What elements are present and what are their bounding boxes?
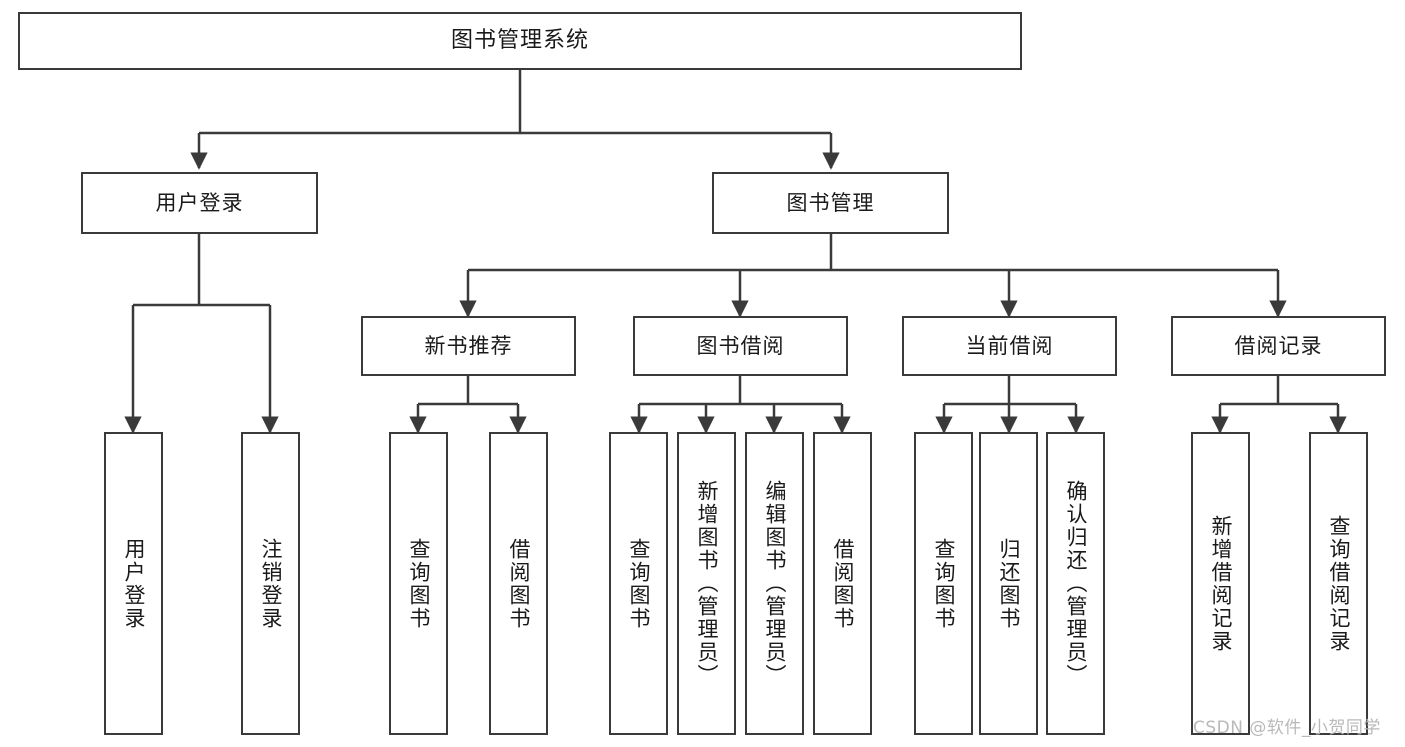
leaf-book-borrow-add[interactable]: 新增图书（管理员） (677, 432, 736, 735)
csdn-watermark: CSDN @软件_小贺同学 (1193, 718, 1381, 738)
node-book-borrow-label: 图书借阅 (696, 333, 785, 358)
leaf-user-login-login[interactable]: 用户登录 (104, 432, 163, 735)
leaf-new-book-borrow[interactable]: 借阅图书 (489, 432, 548, 735)
node-root[interactable]: 图书管理系统 (18, 12, 1022, 70)
node-book-management-label: 图书管理 (786, 190, 875, 215)
leaf-book-borrow-edit[interactable]: 编辑图书（管理员） (745, 432, 804, 735)
leaf-current-borrow-return[interactable]: 归还图书 (979, 432, 1038, 735)
node-borrow-record[interactable]: 借阅记录 (1171, 316, 1386, 376)
leaf-borrow-record-add-label: 新增借阅记录 (1209, 514, 1233, 653)
node-user-login[interactable]: 用户登录 (81, 172, 318, 234)
leaf-borrow-record-query-label: 查询借阅记录 (1327, 514, 1351, 653)
leaf-user-login-login-label: 用户登录 (122, 537, 146, 630)
leaf-book-borrow-query[interactable]: 查询图书 (609, 432, 668, 735)
leaf-user-login-logout[interactable]: 注销登录 (241, 432, 300, 735)
node-root-label: 图书管理系统 (450, 28, 589, 54)
leaf-user-login-logout-label: 注销登录 (259, 537, 283, 630)
leaf-current-borrow-query-label: 查询图书 (932, 537, 956, 630)
leaf-current-borrow-query[interactable]: 查询图书 (914, 432, 973, 735)
node-book-management[interactable]: 图书管理 (712, 172, 949, 234)
leaf-book-borrow-edit-label: 编辑图书（管理员） (763, 480, 787, 687)
node-new-book-recommend[interactable]: 新书推荐 (361, 316, 576, 376)
leaf-new-book-query[interactable]: 查询图书 (389, 432, 448, 735)
node-current-borrow-label: 当前借阅 (965, 333, 1054, 358)
leaf-current-borrow-confirm[interactable]: 确认归还（管理员） (1046, 432, 1105, 735)
leaf-borrow-record-add[interactable]: 新增借阅记录 (1191, 432, 1250, 735)
leaf-new-book-query-label: 查询图书 (407, 537, 431, 630)
leaf-current-borrow-confirm-label: 确认归还（管理员） (1064, 480, 1088, 687)
node-user-login-label: 用户登录 (155, 190, 244, 215)
leaf-book-borrow-borrow[interactable]: 借阅图书 (813, 432, 872, 735)
node-borrow-record-label: 借阅记录 (1234, 333, 1323, 358)
leaf-book-borrow-query-label: 查询图书 (627, 537, 651, 630)
leaf-new-book-borrow-label: 借阅图书 (507, 537, 531, 630)
node-new-book-recommend-label: 新书推荐 (424, 333, 513, 358)
leaf-book-borrow-add-label: 新增图书（管理员） (695, 480, 719, 687)
leaf-current-borrow-return-label: 归还图书 (997, 537, 1021, 630)
leaf-book-borrow-borrow-label: 借阅图书 (831, 537, 855, 630)
leaf-borrow-record-query[interactable]: 查询借阅记录 (1309, 432, 1368, 735)
node-current-borrow[interactable]: 当前借阅 (902, 316, 1117, 376)
node-book-borrow[interactable]: 图书借阅 (633, 316, 848, 376)
